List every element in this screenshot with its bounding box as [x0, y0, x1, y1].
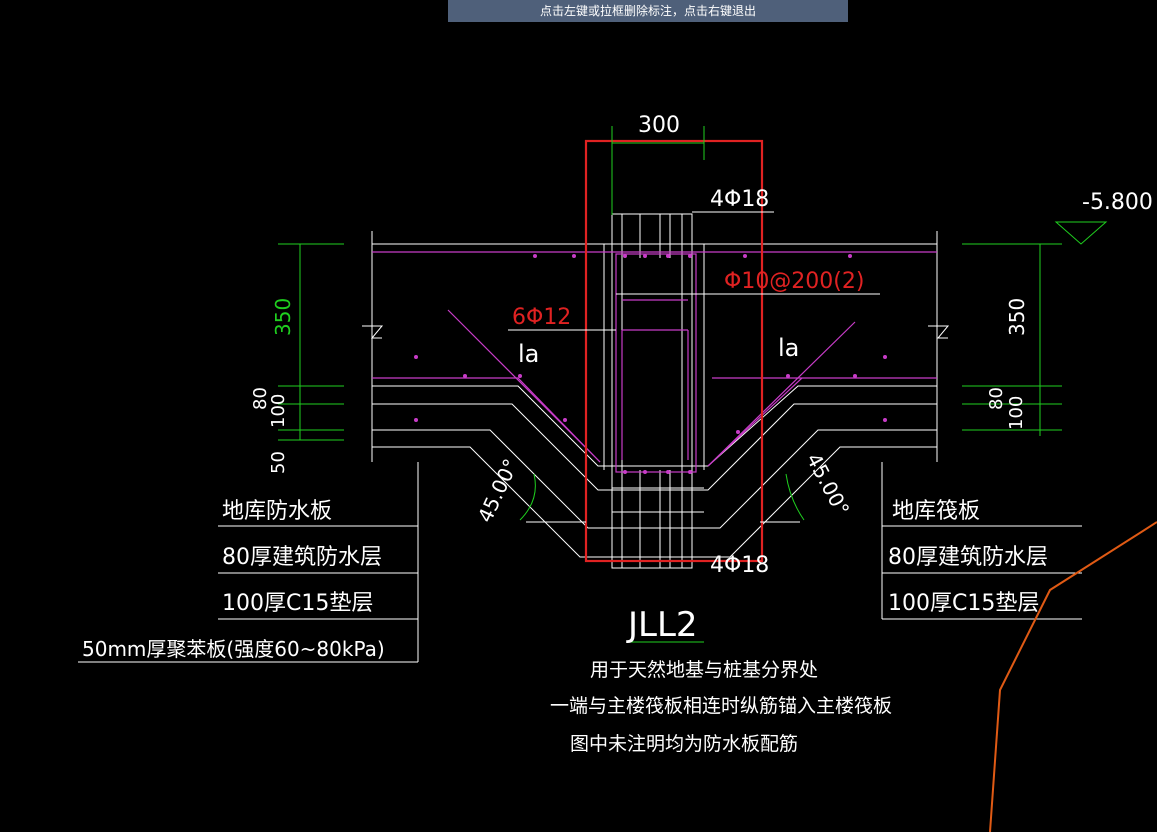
- beam-label: JLL2: [626, 605, 698, 645]
- left-layer-2: 80厚建筑防水层: [222, 545, 382, 570]
- right-layer-3: 100厚C15垫层: [888, 591, 1039, 616]
- left-layer-4: 50mm厚聚苯板(强度60~80kPa): [82, 637, 385, 661]
- note-line-2: 一端与主楼筏板相连时纵筋锚入主楼筏板: [550, 695, 892, 717]
- right-layer-1: 地库筏板: [892, 499, 980, 524]
- status-hint-bar: 点击左键或拉框删除标注，点击右键退出: [448, 0, 848, 22]
- anchor-label-left: la: [518, 340, 539, 368]
- beam-section: [603, 213, 705, 569]
- selection-highlight-box[interactable]: [584, 139, 764, 563]
- rebar-lines: [372, 251, 937, 473]
- elevation-label: -5.800: [1082, 190, 1153, 215]
- dim-right-80: 80: [986, 387, 1007, 410]
- dim-left-100: 100: [268, 394, 289, 428]
- angle-label-left: 45.00°: [473, 455, 523, 526]
- dim-left-350: 350: [271, 298, 295, 336]
- top-rebar-label: 4Φ18: [710, 187, 769, 212]
- note-line-1: 用于天然地基与桩基分界处: [590, 659, 818, 681]
- left-layer-1: 地库防水板: [222, 499, 332, 524]
- side-rebar-label: 6Φ12: [512, 305, 571, 330]
- leader-lines: [78, 211, 1082, 663]
- dim-right-350: 350: [1005, 298, 1029, 336]
- right-layer-2: 80厚建筑防水层: [888, 545, 1048, 570]
- dim-left-80: 80: [250, 387, 271, 410]
- slab-outline: [362, 231, 950, 558]
- dim-300: 300: [638, 113, 680, 138]
- rebar-dots: [414, 254, 887, 474]
- left-layer-3: 100厚C15垫层: [222, 591, 373, 616]
- angle-label-right: 45.00°: [802, 449, 855, 520]
- boundary-line: [989, 521, 1157, 832]
- stirrup-label: Φ10@200(2): [724, 269, 864, 294]
- dim-right-100: 100: [1006, 396, 1027, 430]
- bottom-rebar-label: 4Φ18: [710, 553, 769, 578]
- note-line-3: 图中未注明均为防水板配筋: [570, 733, 798, 755]
- anchor-label-right: la: [778, 334, 799, 362]
- dimension-lines: [278, 126, 1108, 521]
- dim-left-50: 50: [268, 451, 289, 474]
